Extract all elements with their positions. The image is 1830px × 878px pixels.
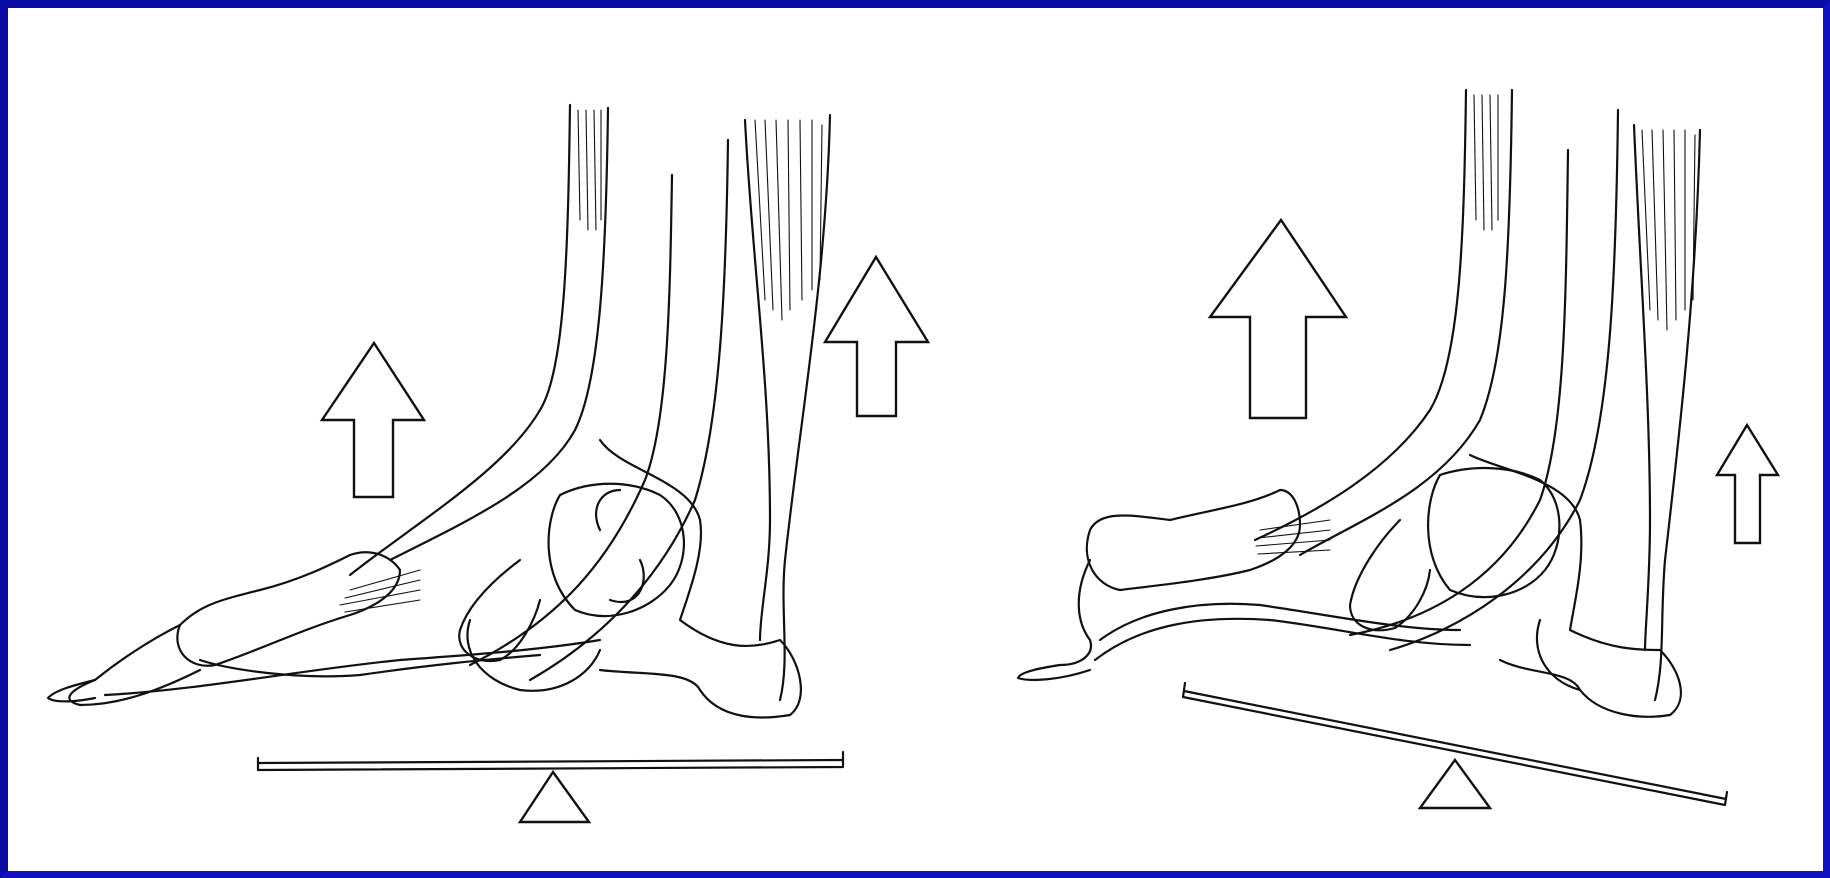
right-arrow-lateral (1717, 425, 1778, 543)
left-panel (48, 105, 928, 822)
left-arrow-lateral (825, 257, 928, 416)
right-leg-tendons (1255, 90, 1700, 700)
left-fulcrum (520, 772, 589, 822)
left-leg-tendons (350, 105, 830, 700)
left-arrow-medial (322, 343, 424, 497)
right-balance (1183, 683, 1727, 808)
right-fulcrum (1420, 760, 1490, 808)
right-arrow-medial (1210, 220, 1346, 418)
left-balance (258, 752, 843, 822)
right-panel (1018, 90, 1778, 808)
left-foot-bones (48, 440, 801, 717)
